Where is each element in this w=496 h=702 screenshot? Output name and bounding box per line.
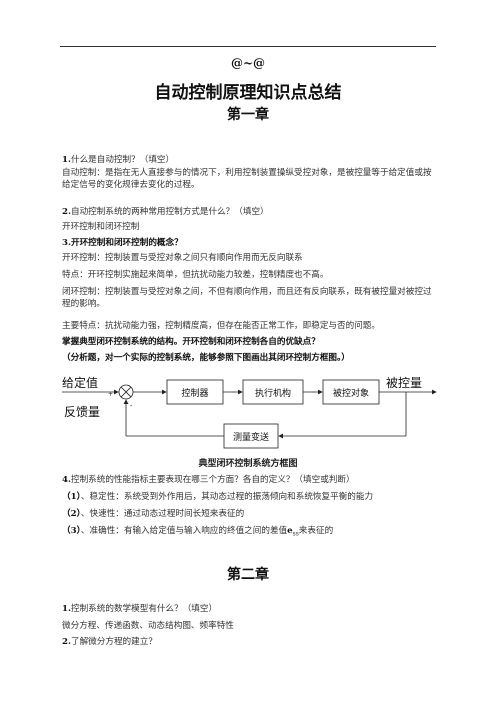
question-number: 1.: [62, 155, 71, 165]
question-4: 4.控制系统的性能指标主要表现在哪三个方面？各自的定义？（填空或判断）: [62, 474, 355, 486]
item-number: （1）: [62, 492, 81, 502]
question-number: 3.: [62, 238, 71, 248]
diagram-caption: 典型闭环控制系统方框图: [198, 459, 298, 469]
question-number: 2.: [62, 637, 71, 647]
sensor-block: [223, 423, 279, 449]
input-label: 给定值: [62, 375, 98, 390]
plant-label: 被控对象: [333, 387, 369, 399]
plus-sign: +: [108, 391, 113, 398]
chapter-1-heading: 第一章: [227, 107, 269, 123]
answer-2: 开环控制和闭环控制: [62, 222, 140, 232]
answer-4-speed: （2）、快速性：通过动态过程时间长短来表征的: [62, 508, 244, 520]
question-2: 2.自动控制系统的两种常用控制方式是什么？（填空）: [62, 206, 269, 218]
plant-block: [322, 379, 380, 405]
answer-3-closed-loop: 闭环控制：控制装置与受控对象之间，不但有顺向作用，而且还有反向联系，既有被控量对…: [62, 287, 432, 309]
bold-note-analysis: （分析题，对一个实际的控制系统，能够参照下图画出其闭环控制方框图。）: [62, 353, 350, 363]
question-number: 1.: [62, 604, 71, 614]
question-1: 1.什么是自动控制？（填空）: [62, 154, 174, 166]
question-number: 4.: [62, 475, 71, 485]
error-subscript: ss: [292, 530, 299, 538]
ch2-question-1: 1.控制系统的数学模型有什么？（填空）: [62, 603, 217, 615]
answer-1: 自动控制：是指在无人直接参与的情况下，利用控制装置操纵受控对象，是被控量等于给定…: [62, 168, 432, 190]
sensor-label: 测量变送: [233, 431, 269, 443]
question-text: 了解微分方程的建立？: [70, 637, 157, 647]
item-text: 、准确性：有输入给定值与输入响应的终值之间的差值: [80, 526, 288, 536]
item-text: 、稳定性：系统受到外作用后，其动态过程的振荡倾向和系统恢复平衡的能力: [80, 492, 374, 502]
header-rule: [60, 46, 436, 47]
answer-3-open-loop: 开环控制：控制装置与受控对象之间只有顺向作用而无反向联系: [62, 253, 303, 263]
header-decoration: @~@: [230, 56, 266, 70]
answer-3-open-features: 特点：开环控制实施起来简单，但抗扰动能力较差，控制精度也不高。: [62, 270, 329, 280]
question-text: 控制系统的性能指标主要表现在哪三个方面？各自的定义？（填空或判断）: [70, 475, 355, 485]
question-text: 控制系统的数学模型有什么？（填空）: [70, 604, 218, 614]
ch2-answer-1: 微分方程、传递函数、动态结构图、频率特性: [62, 621, 234, 631]
controller-block: [166, 379, 224, 405]
actuator-label: 执行机构: [255, 387, 291, 399]
item-text: 、快速性：通过动态过程时间长短来表征的: [80, 509, 245, 519]
actuator-block: [242, 379, 304, 405]
controller-label: 控制器: [181, 387, 208, 399]
ch2-question-2: 2.了解微分方程的建立？: [62, 636, 157, 648]
item-number: （3）: [62, 526, 81, 536]
output-label: 被控量: [386, 376, 422, 390]
question-text: 开环控制和闭环控制的概念？: [70, 238, 183, 248]
bold-note-structure: 掌握典型闭环控制系统的结构。开环控制和闭环控制各自的优缺点？: [62, 337, 320, 347]
answer-3-closed-features: 主要特点：抗扰动能力强，控制精度高，但存在能否正常工作，即稳定与否的问题。: [62, 321, 380, 331]
question-text: 什么是自动控制？（填空）: [70, 155, 175, 165]
error-symbol: e: [287, 526, 293, 536]
question-3: 3.开环控制和闭环控制的概念？: [62, 237, 183, 249]
item-tail: 来表征的: [298, 526, 334, 536]
closed-loop-block-diagram: 给定值 + - 控制器 执行机构 被控对象 被控量 测量变送 反馈量: [62, 375, 437, 449]
answer-4-stability: （1）、稳定性：系统受到外作用后，其动态过程的振荡倾向和系统恢复平衡的能力: [62, 491, 373, 503]
question-text: 自动控制系统的两种常用控制方式是什么？（填空）: [70, 207, 269, 217]
item-number: （2）: [62, 509, 81, 519]
minus-sign: -: [130, 402, 133, 410]
page-title: 自动控制原理知识点总结: [154, 83, 342, 103]
chapter-2-heading: 第二章: [227, 567, 269, 583]
question-number: 2.: [62, 207, 71, 217]
answer-4-accuracy: （3）、准确性：有输入给定值与输入响应的终值之间的差值ess来表征的: [62, 525, 333, 541]
junction-cross-2: [120, 386, 132, 398]
feedback-label: 反馈量: [64, 405, 100, 419]
